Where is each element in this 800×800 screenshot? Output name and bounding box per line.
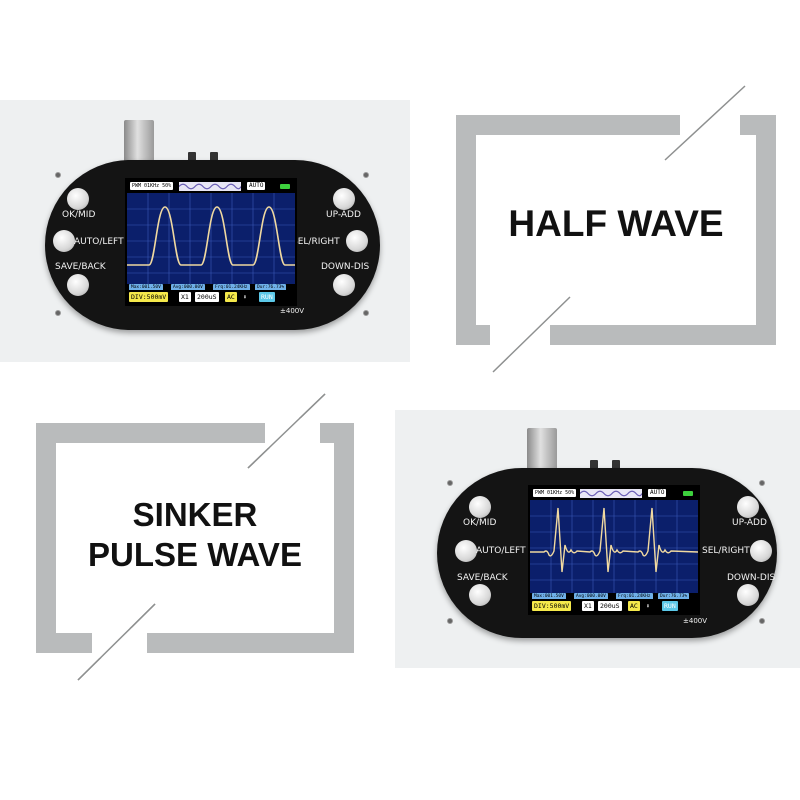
pwm-readout: PWM 01KHz 50% [130,182,174,190]
screw-icon [759,480,765,486]
trigger-edge-icon: ⬍ [243,293,247,301]
voltage-rating: ±400V [280,307,305,315]
half-wave-title: HALF WAVE [508,203,724,244]
auto-left-button[interactable] [455,540,477,562]
max-readout: Max:001.50V [532,593,566,601]
pwm-readout: PWM 01KHz 50% [533,489,577,497]
freq-readout: Frq:01.24KHz [213,284,250,292]
sel-right-button[interactable] [346,230,368,252]
duty-readout: Dur:76.73% [658,593,690,601]
sel-right-label: SEL/RIGHT [702,546,750,556]
power-switch [612,460,620,470]
screw-icon [55,172,61,178]
mode-readout: AUTO [247,182,266,190]
trigger-edge-icon: ⬍ [646,602,650,610]
oscilloscope-screen: PWM 01KHz 50% AUTO Max:001.50V Avg:000.0… [125,178,297,306]
half-wave-trace [127,206,295,266]
sel-right-label: SEL/RIGHT [292,237,340,247]
coupling-tag: AC [225,292,237,302]
auto-left-label: AUTO/LEFT [476,546,526,556]
max-readout: Max:001.50V [129,284,163,292]
save-back-button[interactable] [67,274,89,296]
bnc-connector [124,120,154,165]
screw-icon [447,618,453,624]
down-dis-label: DOWN-DIS [321,262,370,272]
waveform-plot [530,500,698,599]
voltage-rating: ±400V [683,617,708,625]
sinker-title-line1: SINKER [132,496,258,533]
avg-readout: Avg:000.00V [574,593,608,601]
div-tag: DIV:500mV [129,292,169,302]
up-add-label: UP-ADD [326,210,361,220]
battery-icon [683,491,693,496]
power-switch [188,152,196,162]
bnc-connector [527,428,557,473]
sinker-pulse-trace [530,507,698,573]
measurement-bar: Max:001.50V Avg:000.00V Frq:01.24KHz Dur… [530,593,698,601]
ok-mid-label: OK/MID [62,210,96,220]
up-add-button[interactable] [333,188,355,210]
ok-mid-button[interactable] [67,188,89,210]
battery-icon [280,184,290,189]
power-switch [210,152,218,162]
screen-footer: DIV:500mV X1 200uS AC ⬍ RUN [127,290,295,304]
screw-icon [447,480,453,486]
time-tag: 200uS [195,292,219,302]
screw-icon [55,310,61,316]
avg-readout: Avg:000.00V [171,284,205,292]
sel-right-button[interactable] [750,540,772,562]
ok-mid-button[interactable] [469,496,491,518]
up-add-button[interactable] [737,496,759,518]
down-dis-label: DOWN-DIS [727,573,776,583]
oscilloscope-screen: PWM 01KHz 50% AUTO Max:001.50V Avg:000.0… [528,485,700,615]
measurement-bar: Max:001.50V Avg:000.00V Frq:01.24KHz Dur… [127,284,295,292]
sinker-title-line2: PULSE WAVE [88,536,302,573]
auto-left-button[interactable] [53,230,75,252]
wave-preview-icon [179,182,241,191]
freq-readout: Frq:01.24KHz [616,593,653,601]
save-back-label: SAVE/BACK [55,262,106,272]
up-add-label: UP-ADD [732,518,767,528]
waveform-plot [127,193,295,290]
screw-icon [363,172,369,178]
coupling-tag: AC [628,601,640,611]
run-tag: RUN [259,292,275,302]
power-switch [590,460,598,470]
duty-readout: Dur:76.73% [255,284,287,292]
screen-footer: DIV:500mV X1 200uS AC ⬍ RUN [530,599,698,613]
screen-header: PWM 01KHz 50% AUTO [530,487,698,500]
time-tag: 200uS [598,601,622,611]
auto-left-label: AUTO/LEFT [74,237,124,247]
mode-readout: AUTO [648,489,667,497]
down-dis-button[interactable] [737,584,759,606]
save-back-button[interactable] [469,584,491,606]
ok-mid-label: OK/MID [463,518,497,528]
frame-gap [92,628,147,658]
screen-header: PWM 01KHz 50% AUTO [127,180,295,193]
frame-gap [680,110,740,140]
probe-tag: X1 [582,601,594,611]
save-back-label: SAVE/BACK [457,573,508,583]
screw-icon [759,618,765,624]
screw-icon [363,310,369,316]
down-dis-button[interactable] [333,274,355,296]
div-tag: DIV:500mV [532,601,572,611]
probe-tag: X1 [179,292,191,302]
run-tag: RUN [662,601,678,611]
wave-preview-icon [580,489,642,498]
